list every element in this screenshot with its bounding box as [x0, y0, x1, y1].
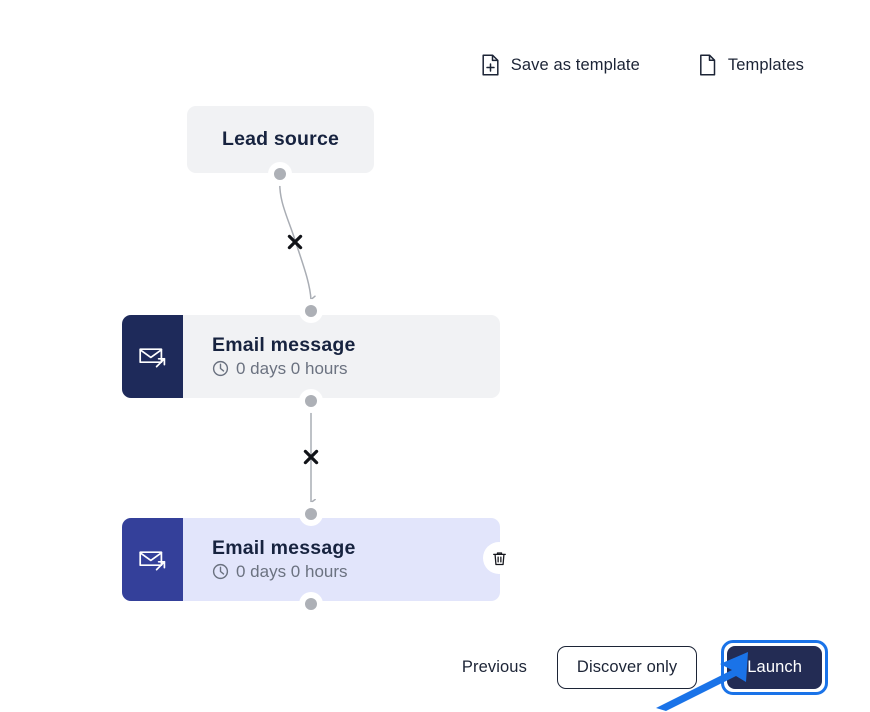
flow-node-email-message-2[interactable]: Email message 0 days 0 hours — [122, 518, 500, 601]
node-title: Email message — [212, 333, 356, 356]
clock-icon — [212, 563, 229, 580]
flow-toolbar: Save as template Templates — [0, 54, 870, 76]
templates-label: Templates — [727, 55, 804, 74]
trash-icon — [492, 551, 506, 565]
x-icon — [287, 234, 303, 250]
node-input-port-email-2[interactable] — [299, 502, 323, 526]
node-delay-label: 0 days 0 hours — [236, 358, 348, 378]
node-output-port-lead-source[interactable] — [268, 162, 292, 186]
node-output-port-email-1[interactable] — [299, 389, 323, 413]
flow-node-email-message-1[interactable]: Email message 0 days 0 hours — [122, 315, 500, 398]
node-delay-label: 0 days 0 hours — [236, 561, 348, 581]
discover-only-button[interactable]: Discover only — [556, 646, 698, 689]
document-plus-icon — [481, 54, 500, 76]
save-as-template-label: Save as template — [510, 55, 640, 74]
templates-button[interactable]: Templates — [698, 54, 804, 76]
node-delay: 0 days 0 hours — [212, 359, 500, 379]
document-icon — [698, 54, 717, 76]
node-title: Lead source — [221, 128, 340, 150]
node-title: Email message — [212, 536, 356, 559]
node-input-port-email-1[interactable] — [299, 299, 323, 323]
x-icon — [303, 449, 319, 465]
delete-node-button[interactable] — [483, 542, 515, 574]
wizard-footer: Previous Discover only Launch — [0, 640, 870, 695]
launch-button[interactable]: Launch — [727, 646, 822, 689]
node-delay: 0 days 0 hours — [212, 562, 500, 582]
save-as-template-button[interactable]: Save as template — [481, 54, 640, 76]
launch-button-focus-ring: Launch — [721, 640, 828, 695]
email-send-icon — [122, 315, 183, 398]
edge-remove-button-2[interactable] — [300, 446, 322, 468]
edge-remove-button-1[interactable] — [284, 231, 306, 253]
clock-icon — [212, 360, 229, 377]
email-send-icon — [122, 518, 183, 601]
previous-button[interactable]: Previous — [456, 648, 533, 687]
node-output-port-email-2[interactable] — [299, 592, 323, 616]
